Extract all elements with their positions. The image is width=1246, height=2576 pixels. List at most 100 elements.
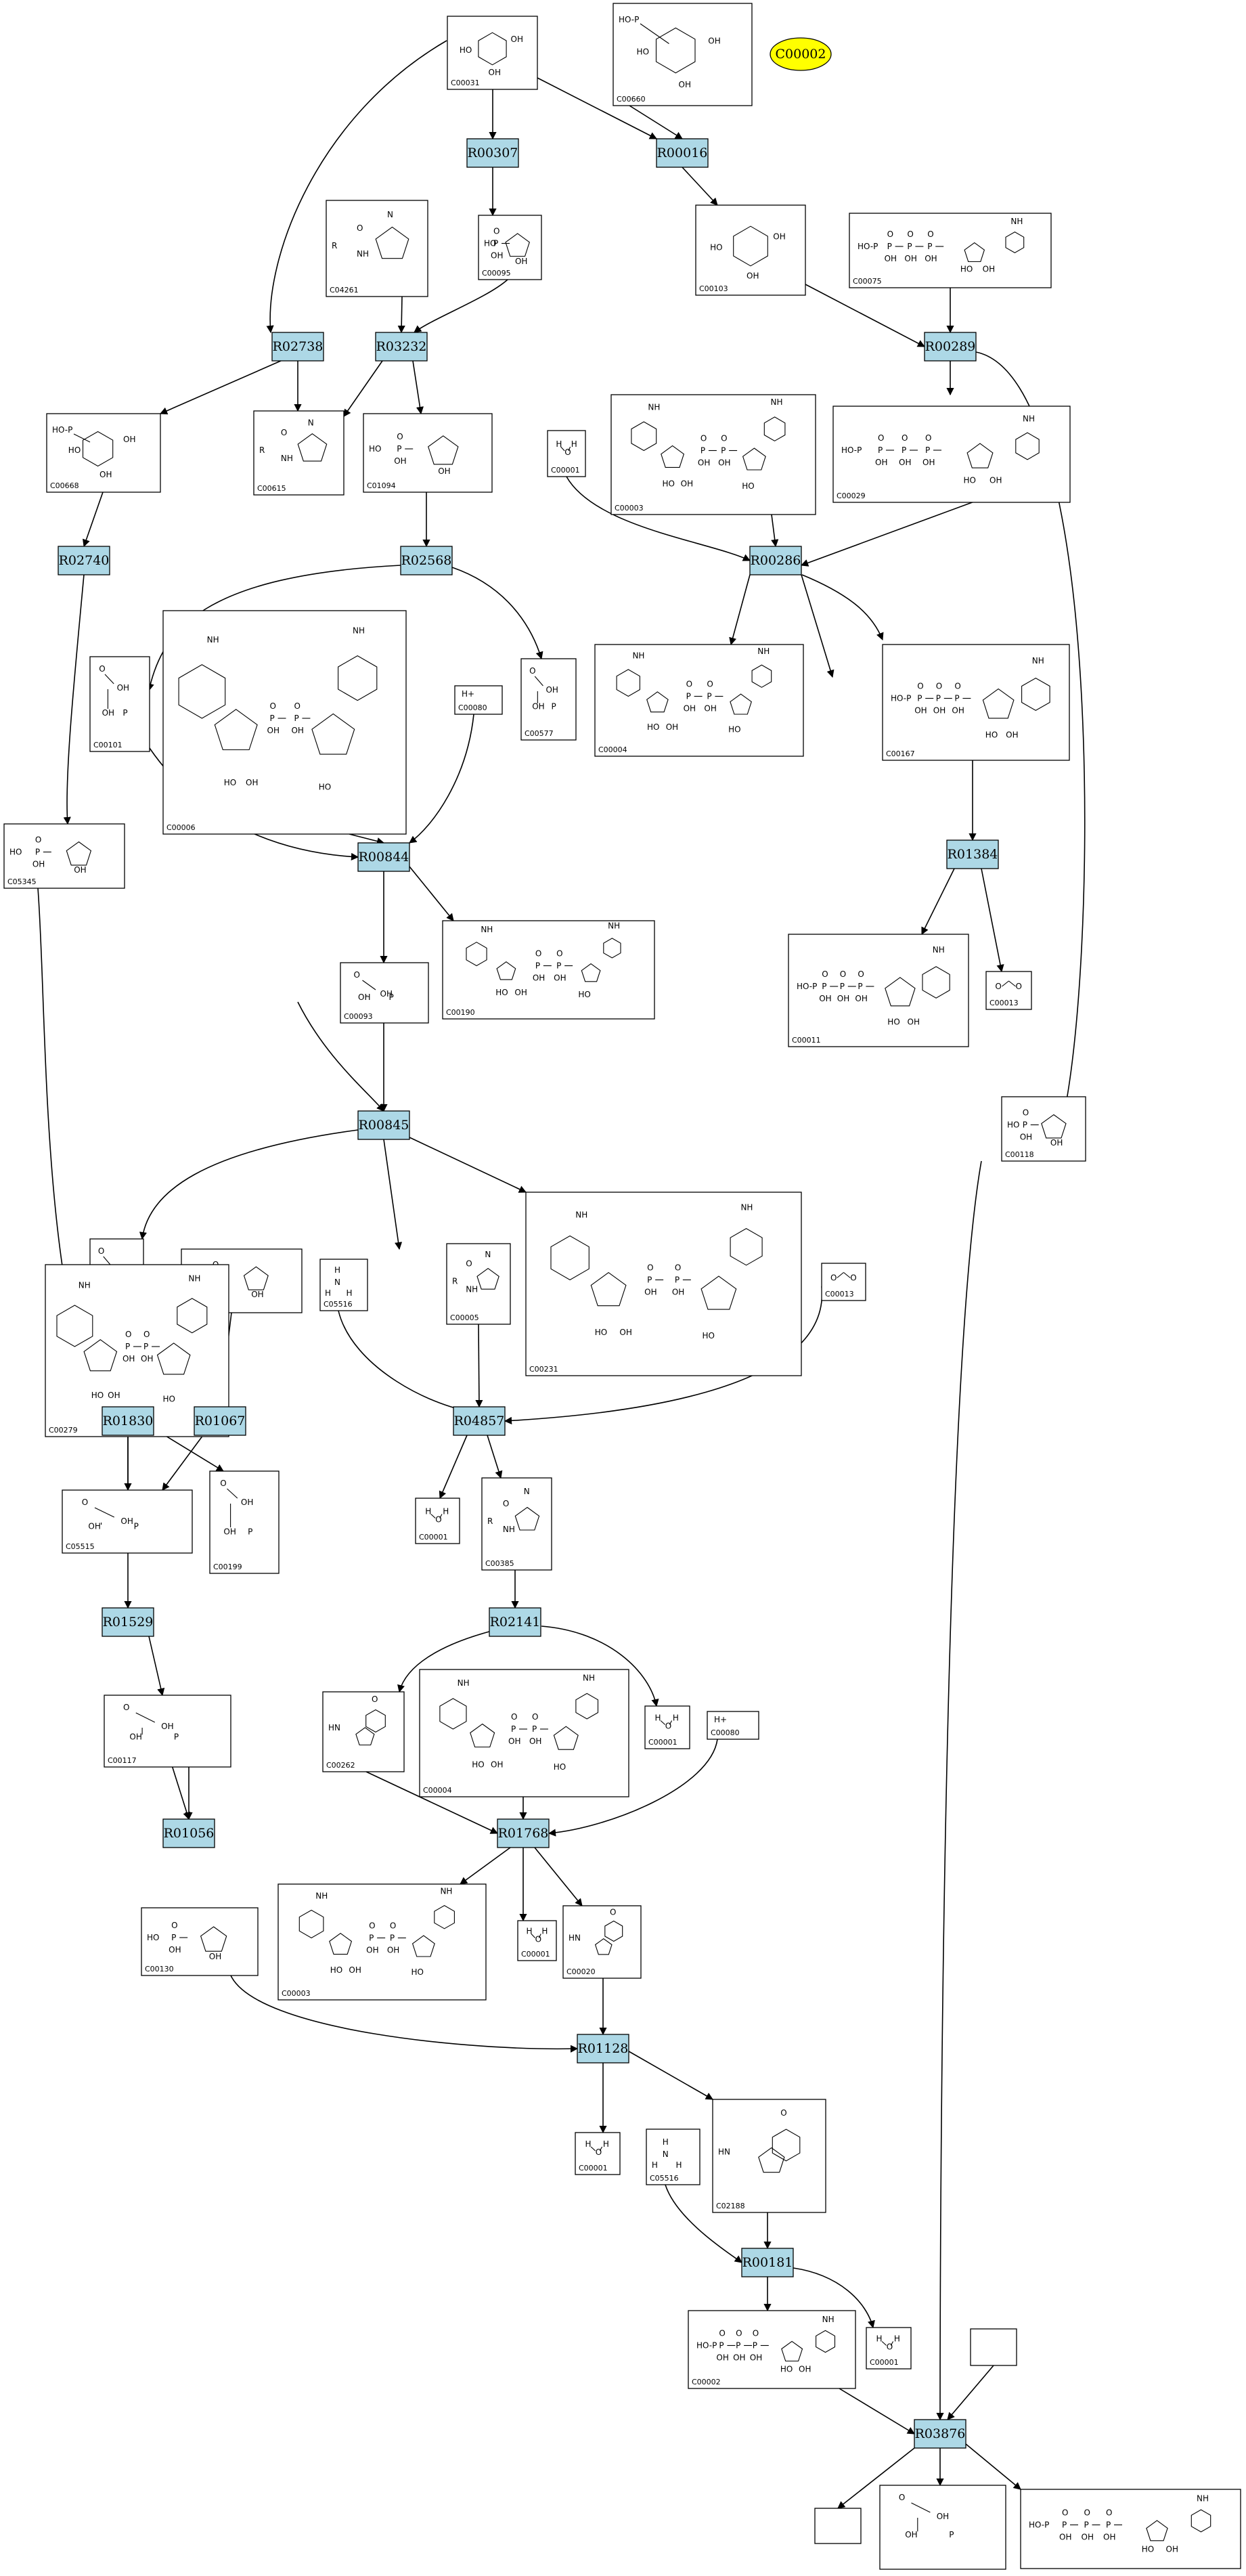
compound-node[interactable]: H+C00080 (454, 685, 503, 715)
compound-node[interactable] (814, 2508, 862, 2544)
edge-32 (409, 714, 474, 844)
svg-text:O: O (719, 2329, 725, 2338)
reaction-box (466, 138, 519, 168)
svg-text:OH: OH (1006, 730, 1018, 740)
reaction-id-label: R00181 (742, 2255, 793, 2270)
reaction-id-label: R00307 (468, 146, 518, 160)
reaction-node-r02141[interactable]: R02141 (489, 1607, 541, 1637)
svg-text:P: P (902, 445, 906, 455)
reaction-node-r01128[interactable]: R01128 (577, 2034, 629, 2064)
compound-id-label: C00080 (711, 1728, 740, 1737)
reaction-node-r00844[interactable]: R00844 (357, 842, 410, 872)
reaction-node-r01529[interactable]: R01529 (102, 1607, 154, 1637)
compound-node[interactable] (970, 2328, 1017, 2366)
reaction-node-r00845[interactable]: R00845 (357, 1110, 410, 1140)
reaction-node-r00016[interactable]: R00016 (656, 138, 709, 168)
root-compound-ellipse[interactable] (770, 37, 832, 71)
reaction-node-r02568[interactable]: R02568 (400, 546, 453, 575)
reaction-node-r00181[interactable]: R00181 (741, 2248, 794, 2277)
reaction-node-r01067[interactable]: R01067 (194, 1406, 246, 1436)
edge-25 (801, 574, 835, 678)
edge-11 (412, 360, 424, 415)
reaction-node-r03876[interactable]: R03876 (914, 2419, 966, 2449)
reaction-node-r02740[interactable]: R02740 (58, 546, 110, 575)
svg-text:OH: OH (1166, 2544, 1178, 2554)
svg-text:O: O (887, 230, 893, 239)
reaction-node-r03232[interactable]: R03232 (375, 332, 428, 362)
svg-text:P: P (949, 2530, 954, 2539)
reaction-node-r04857[interactable]: R04857 (453, 1406, 506, 1436)
svg-text:P: P (753, 2341, 757, 2351)
svg-text:O: O (1023, 1108, 1029, 1118)
compound-box (879, 2485, 1006, 2570)
compound-box (688, 2310, 856, 2389)
svg-text:P: P (493, 239, 498, 248)
svg-text:HO: HO (9, 848, 22, 857)
svg-text:P: P (721, 446, 726, 456)
reaction-node-r01384[interactable]: R01384 (946, 839, 999, 869)
reaction-node-r01056[interactable]: R01056 (162, 1818, 215, 1848)
svg-text:NH: NH (207, 635, 219, 645)
reaction-node-r00286[interactable]: R00286 (749, 546, 802, 575)
svg-text:H: H (541, 1927, 548, 1936)
reaction-node-r01830[interactable]: R01830 (102, 1406, 154, 1436)
reaction-node-r02738[interactable]: R02738 (271, 332, 324, 362)
svg-text:HO: HO (742, 481, 754, 491)
svg-text:OH: OH (141, 1354, 153, 1363)
svg-text:O: O (1106, 2508, 1112, 2518)
reaction-node-r00289[interactable]: R00289 (924, 332, 977, 362)
svg-text:O: O (917, 682, 923, 691)
reaction-node-r01768[interactable]: R01768 (497, 1818, 550, 1848)
compound-id-label: C00385 (485, 1559, 514, 1568)
reaction-node-r00307[interactable]: R00307 (466, 138, 519, 168)
compound-node[interactable]: H+C00080 (707, 1711, 759, 1740)
svg-text:OH: OH (511, 35, 523, 44)
